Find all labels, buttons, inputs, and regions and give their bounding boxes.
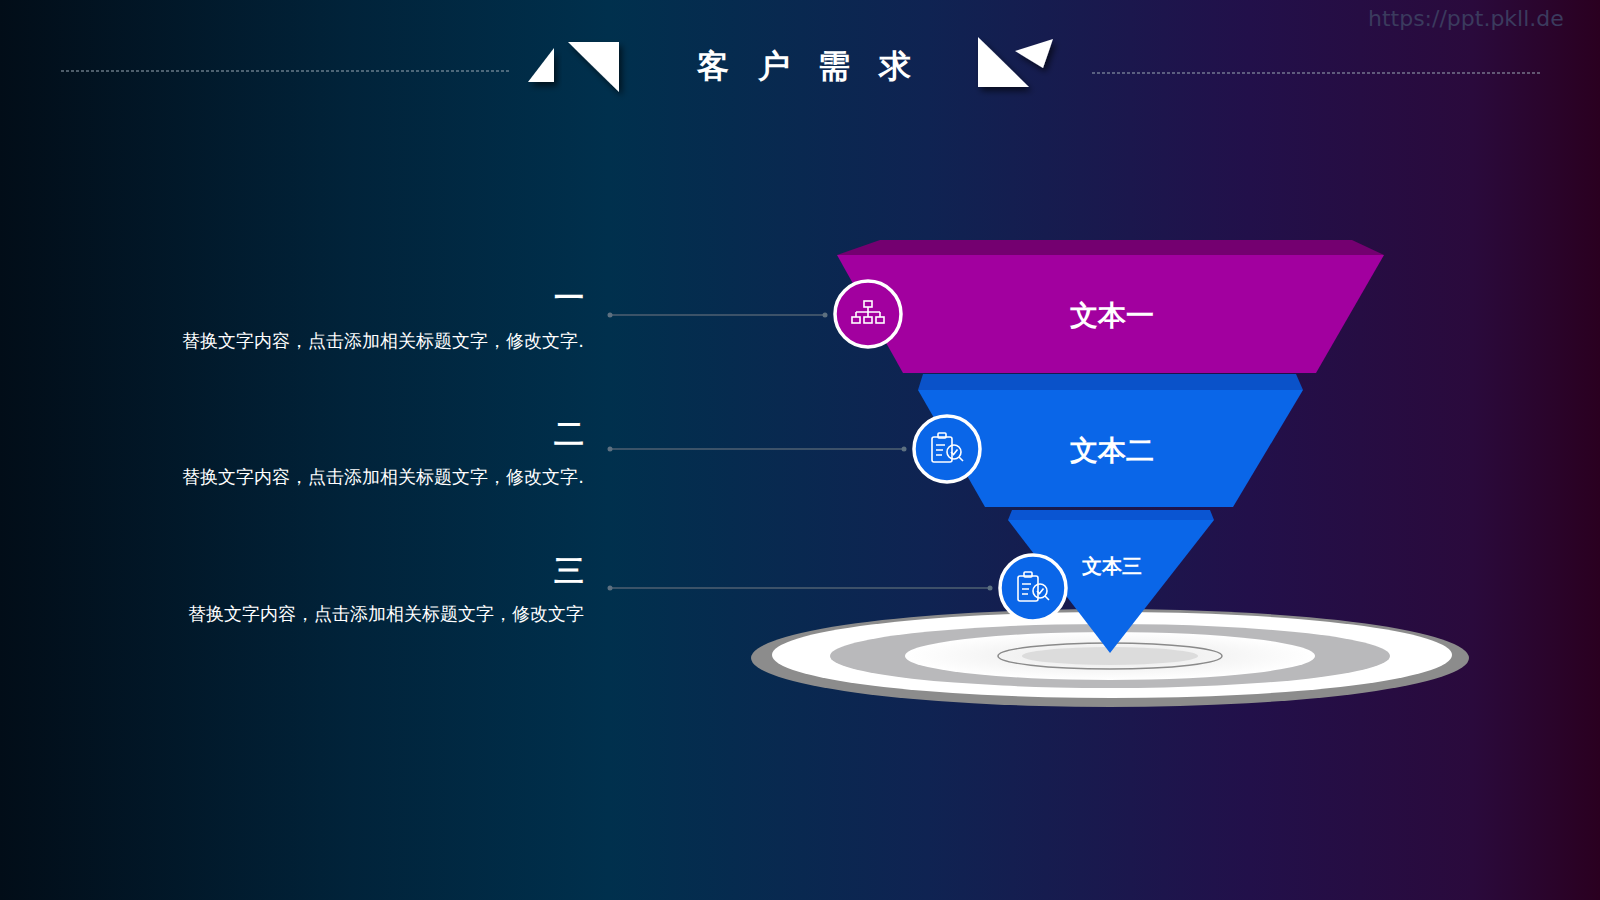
title-rule <box>1092 72 1541 73</box>
watermark: https://ppt.pkll.de <box>1368 6 1564 31</box>
title-triangle <box>528 48 554 82</box>
band-label: 文本一 <box>1070 297 1154 335</box>
item-number: 一 <box>182 282 584 314</box>
band-front <box>837 255 1384 373</box>
leader-dot <box>608 447 613 452</box>
leader-dot <box>608 313 613 318</box>
band-top <box>1008 510 1214 520</box>
funnel-band: 文本二 <box>912 374 1303 507</box>
band-label: 文本三 <box>1082 553 1142 580</box>
text-item: 三替换文字内容，点击添加相关标题文字，修改文字 <box>188 555 584 627</box>
text-item: 一替换文字内容，点击添加相关标题文字，修改文字. <box>182 282 584 354</box>
leader-dot <box>608 586 613 591</box>
text-item: 二替换文字内容，点击添加相关标题文字，修改文字. <box>182 418 584 490</box>
leader-line <box>610 587 990 588</box>
leader-group <box>608 586 993 591</box>
band-shape <box>998 510 1214 653</box>
title-triangle <box>978 37 1029 87</box>
band-icon <box>835 281 901 347</box>
title-rule <box>61 70 510 71</box>
title-triangle <box>568 42 619 92</box>
item-number: 二 <box>182 418 584 450</box>
leader-group <box>608 313 828 318</box>
band-icon <box>914 416 980 482</box>
item-description: 替换文字内容，点击添加相关标题文字，修改文字 <box>188 601 584 627</box>
leader-dot <box>902 447 907 452</box>
band-top <box>837 240 1384 255</box>
title-triangle <box>1015 39 1053 68</box>
leader-dot <box>988 586 993 591</box>
leader-line <box>610 448 904 449</box>
slide-title: 客户需求 <box>604 46 1004 86</box>
item-description: 替换文字内容，点击添加相关标题文字，修改文字. <box>182 464 584 490</box>
band-label: 文本二 <box>1070 432 1154 470</box>
funnel-band: 文本三 <box>998 510 1214 653</box>
funnel-band: 文本一 <box>833 240 1384 373</box>
band-top <box>918 374 1303 390</box>
item-description: 替换文字内容，点击添加相关标题文字，修改文字. <box>182 328 584 354</box>
band-icon <box>1000 555 1066 621</box>
leader-dot <box>823 313 828 318</box>
item-number: 三 <box>188 555 584 587</box>
leader-line <box>610 314 825 315</box>
leader-group <box>608 447 907 452</box>
